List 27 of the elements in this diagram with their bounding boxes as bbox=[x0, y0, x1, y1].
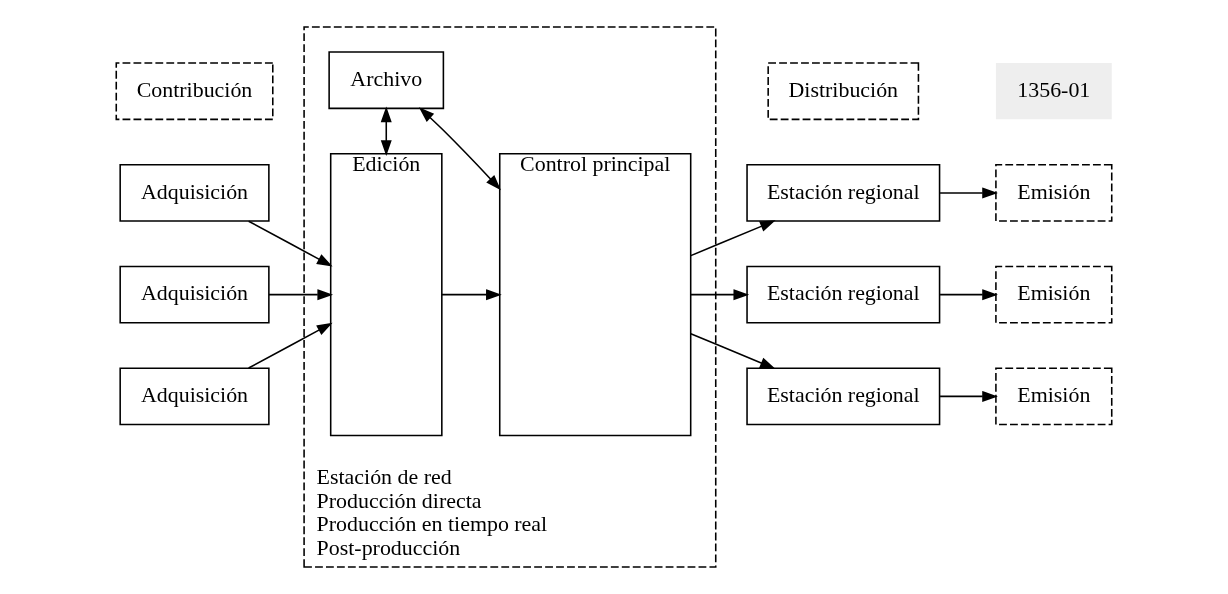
label: 1356-01 bbox=[1017, 76, 1091, 102]
node-box: Estación regional bbox=[746, 367, 941, 426]
arrow bbox=[247, 220, 333, 267]
arrow bbox=[690, 332, 776, 369]
node-box: Estación regional bbox=[746, 163, 941, 222]
node-box: Adquisición bbox=[119, 367, 270, 426]
node-box: Distribución bbox=[767, 62, 920, 121]
node-box: Adquisición bbox=[119, 163, 270, 222]
node-box: Control principal bbox=[498, 153, 692, 437]
node-box: Adquisición bbox=[119, 265, 270, 324]
node-box: Emisión bbox=[995, 265, 1113, 324]
arrow bbox=[380, 106, 392, 156]
arrow bbox=[939, 187, 998, 199]
arrow bbox=[418, 107, 501, 191]
arrow bbox=[939, 289, 998, 301]
arrow bbox=[690, 289, 750, 301]
arrow bbox=[441, 289, 502, 301]
arrow bbox=[268, 289, 334, 301]
node-box: Emisión bbox=[995, 367, 1113, 426]
node-box: Estación regional bbox=[746, 265, 941, 324]
node-box: Contribución bbox=[115, 62, 274, 121]
node-box: Edición bbox=[329, 153, 443, 437]
arrow bbox=[939, 390, 998, 402]
arrow bbox=[690, 220, 776, 257]
arrow bbox=[247, 322, 333, 369]
node-box: Archivo bbox=[328, 51, 445, 110]
node-box: Emisión bbox=[995, 163, 1113, 222]
